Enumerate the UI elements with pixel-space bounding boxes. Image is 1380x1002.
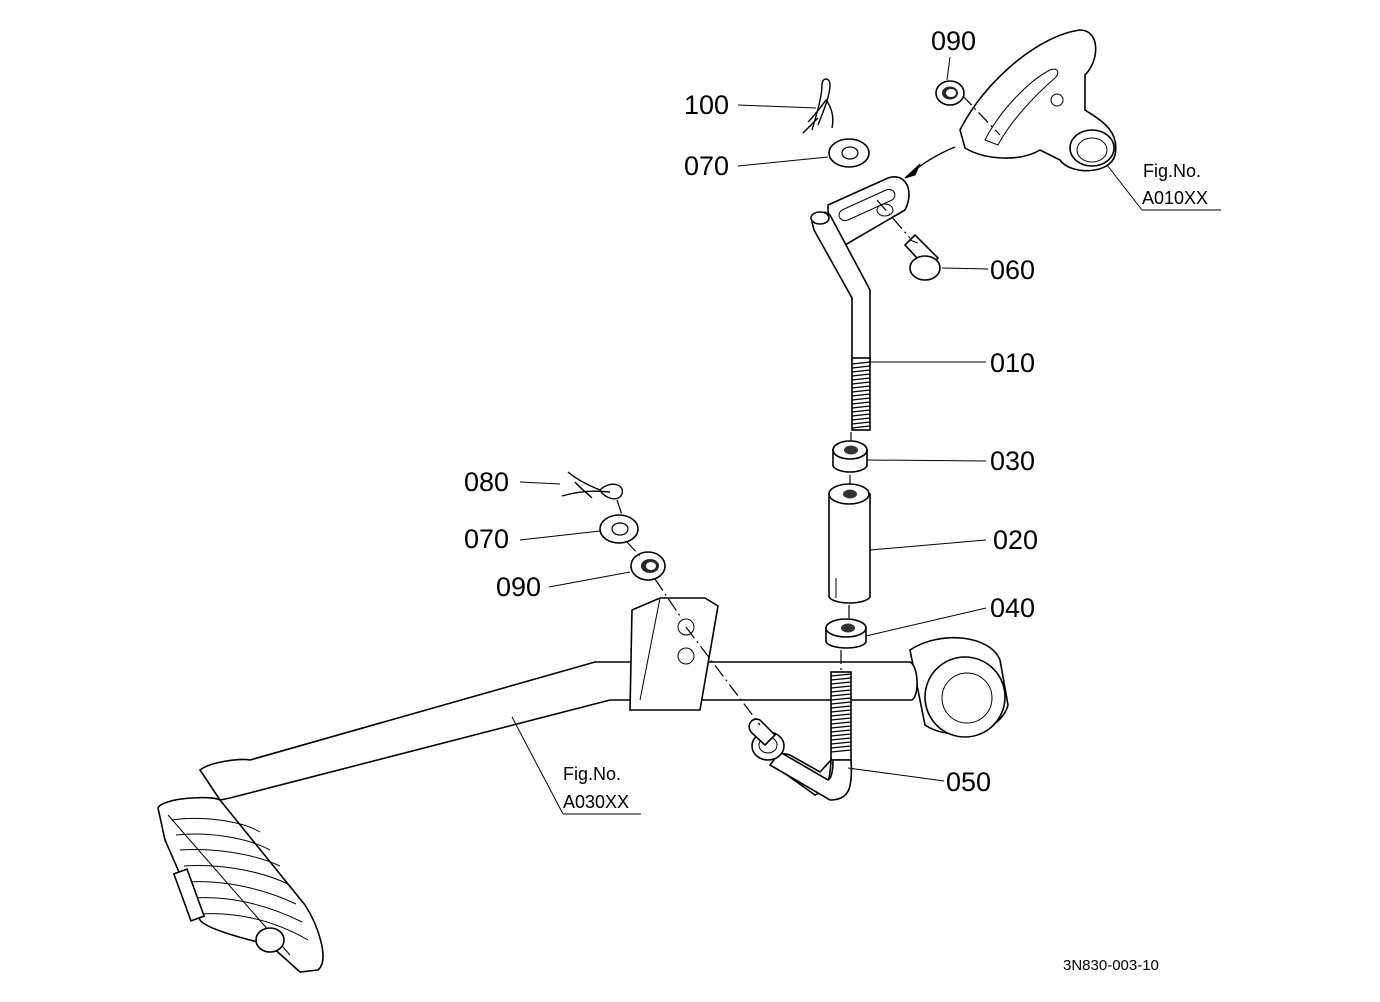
thread-mark bbox=[851, 421, 871, 425]
upper-bracket bbox=[959, 29, 1117, 172]
rod-050-threads bbox=[830, 673, 852, 753]
nut-030 bbox=[832, 440, 868, 473]
thread-mark bbox=[830, 713, 852, 717]
label-050: 050 bbox=[946, 767, 991, 797]
washer-090-top bbox=[935, 80, 965, 106]
pedal-shaft-assembly bbox=[157, 597, 1009, 973]
r-clip-100 bbox=[802, 78, 834, 134]
thread-mark bbox=[830, 721, 852, 725]
thread-mark bbox=[830, 717, 852, 721]
washer-070-top bbox=[828, 138, 870, 168]
label-020: 020 bbox=[993, 525, 1038, 555]
label-090-top: 090 bbox=[931, 26, 976, 56]
thread-mark bbox=[851, 377, 871, 381]
assembly-arrow bbox=[904, 146, 956, 179]
thread-mark bbox=[830, 733, 852, 737]
thread-mark bbox=[851, 369, 871, 373]
thread-mark bbox=[830, 725, 852, 729]
thread-mark bbox=[851, 365, 871, 369]
fig-ref-a010[interactable]: Fig.No. A010XX bbox=[1106, 161, 1221, 211]
thread-mark bbox=[830, 673, 852, 677]
thread-mark bbox=[830, 693, 852, 697]
fig-ref-a030-line1: Fig.No. bbox=[563, 764, 621, 784]
thread-mark bbox=[851, 385, 871, 389]
thread-mark bbox=[830, 685, 852, 689]
label-040: 040 bbox=[990, 593, 1035, 623]
label-100: 100 bbox=[684, 90, 729, 120]
thread-mark bbox=[830, 709, 852, 713]
thread-mark bbox=[830, 729, 852, 733]
clevis-pin-060 bbox=[876, 199, 941, 281]
sleeve-020 bbox=[828, 483, 871, 604]
thread-mark bbox=[851, 425, 871, 429]
thread-mark bbox=[830, 701, 852, 705]
washer-090-bottom bbox=[630, 551, 666, 581]
r-clip-080 bbox=[561, 471, 624, 500]
label-030: 030 bbox=[990, 446, 1035, 476]
thread-mark bbox=[851, 361, 871, 365]
fig-ref-a030-line2[interactable]: A030XX bbox=[563, 792, 629, 812]
thread-mark bbox=[830, 737, 852, 741]
label-070-top: 070 bbox=[684, 151, 729, 181]
fig-ref-a030[interactable]: Fig.No. A030XX bbox=[511, 716, 641, 815]
thread-mark bbox=[830, 705, 852, 709]
thread-mark bbox=[851, 389, 871, 393]
thread-mark bbox=[830, 677, 852, 681]
thread-mark bbox=[830, 741, 852, 745]
thread-mark bbox=[851, 405, 871, 409]
thread-mark bbox=[851, 381, 871, 385]
thread-mark bbox=[830, 745, 852, 749]
label-060: 060 bbox=[990, 255, 1035, 285]
thread-mark bbox=[851, 417, 871, 421]
thread-mark bbox=[851, 413, 871, 417]
thread-mark bbox=[830, 749, 852, 753]
thread-mark bbox=[851, 397, 871, 401]
rod-010-threads bbox=[851, 361, 871, 429]
fig-ref-a010-line2[interactable]: A010XX bbox=[1142, 188, 1208, 208]
thread-mark bbox=[830, 689, 852, 693]
nut-040 bbox=[825, 618, 867, 649]
label-080: 080 bbox=[464, 467, 509, 497]
thread-mark bbox=[830, 681, 852, 685]
fig-ref-a010-line1: Fig.No. bbox=[1143, 161, 1201, 181]
thread-mark bbox=[851, 393, 871, 397]
rod-010 bbox=[810, 176, 910, 431]
thread-mark bbox=[851, 409, 871, 413]
drawing-code: 3N830-003-10 bbox=[1063, 957, 1159, 974]
thread-mark bbox=[851, 373, 871, 377]
thread-mark bbox=[851, 401, 871, 405]
thread-mark bbox=[830, 697, 852, 701]
label-070-bottom: 070 bbox=[464, 524, 509, 554]
washer-070-bottom bbox=[599, 514, 639, 544]
label-010: 010 bbox=[990, 348, 1035, 378]
label-090-bottom: 090 bbox=[496, 572, 541, 602]
